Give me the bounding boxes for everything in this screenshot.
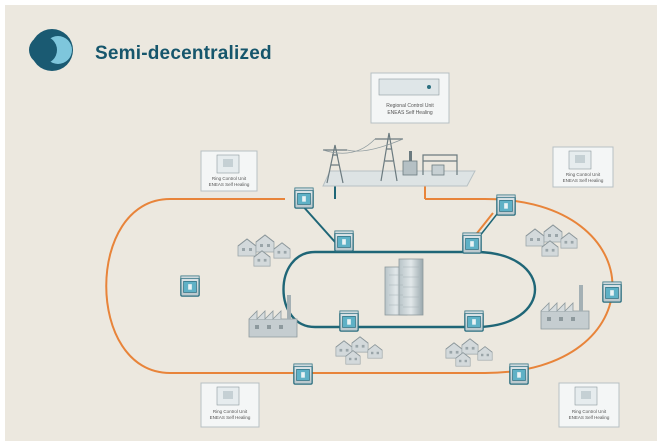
ring-control-unit-bottom-left: Ring Control Unit ENEAS Self Healing bbox=[200, 382, 260, 428]
bottom-left-unit-line1: Ring Control Unit bbox=[213, 409, 248, 414]
diagram-canvas: Regional Control Unit ENEAS Self Healing… bbox=[5, 5, 657, 441]
switch-station-icon bbox=[509, 363, 529, 385]
network-diagram: Regional Control Unit ENEAS Self Healing… bbox=[29, 29, 622, 428]
regional-control-unit: Regional Control Unit ENEAS Self Healing bbox=[370, 72, 450, 124]
substation-icon bbox=[322, 132, 476, 187]
switch-station-icon bbox=[334, 230, 354, 252]
ring-control-unit-bottom-right: Ring Control Unit ENEAS Self Healing bbox=[558, 382, 620, 428]
switch-station-icon bbox=[464, 310, 484, 332]
office-building-icon bbox=[384, 258, 424, 316]
switch-station-icon bbox=[496, 194, 516, 216]
regional-unit-line1: Regional Control Unit bbox=[386, 103, 434, 109]
top-right-unit-line2: ENEAS Self Healing bbox=[563, 178, 604, 183]
switch-station-icon bbox=[294, 187, 314, 209]
house-cluster-icon bbox=[445, 338, 493, 367]
top-left-unit-line1: Ring Control Unit bbox=[212, 176, 247, 181]
switch-station-icon bbox=[339, 310, 359, 332]
outer-ring-line bbox=[105, 198, 614, 374]
logo-icon bbox=[29, 29, 73, 71]
factory-icon bbox=[540, 285, 590, 330]
top-right-unit-line1: Ring Control Unit bbox=[566, 172, 601, 177]
house-cluster-icon bbox=[335, 336, 383, 365]
ring-control-unit-top-left: Ring Control Unit ENEAS Self Healing bbox=[200, 150, 258, 192]
switch-station-icon bbox=[602, 281, 622, 303]
top-left-unit-line2: ENEAS Self Healing bbox=[209, 182, 250, 187]
regional-unit-line2: ENEAS Self Healing bbox=[387, 110, 433, 116]
house-cluster-icon bbox=[525, 224, 578, 257]
switch-station-icon bbox=[180, 275, 200, 297]
house-cluster-icon bbox=[237, 234, 291, 267]
link-line bbox=[300, 203, 336, 243]
bottom-left-unit-line2: ENEAS Self Healing bbox=[210, 415, 251, 420]
switch-station-icon bbox=[462, 232, 482, 254]
page-title: Semi-decentralized bbox=[95, 43, 272, 64]
factory-icon bbox=[248, 295, 298, 338]
bottom-right-unit-line1: Ring Control Unit bbox=[572, 409, 607, 414]
bottom-right-unit-line2: ENEAS Self Healing bbox=[569, 415, 610, 420]
switch-station-icon bbox=[293, 363, 313, 385]
ring-control-unit-top-right: Ring Control Unit ENEAS Self Healing bbox=[552, 146, 614, 188]
